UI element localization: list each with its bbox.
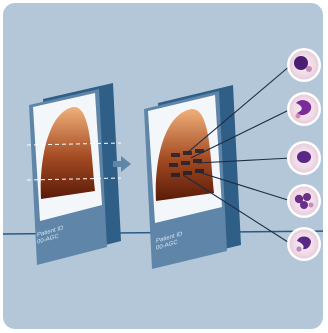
diagram-canvas: Patient ID 00-AGC Patient ID 00-AGC [3,3,323,329]
blood-smear-illustration [3,3,323,329]
cell-4 [287,184,321,218]
cell-2 [287,92,321,126]
cell-1 [287,48,321,82]
cell-3 [287,141,321,175]
cell-5 [287,227,321,261]
